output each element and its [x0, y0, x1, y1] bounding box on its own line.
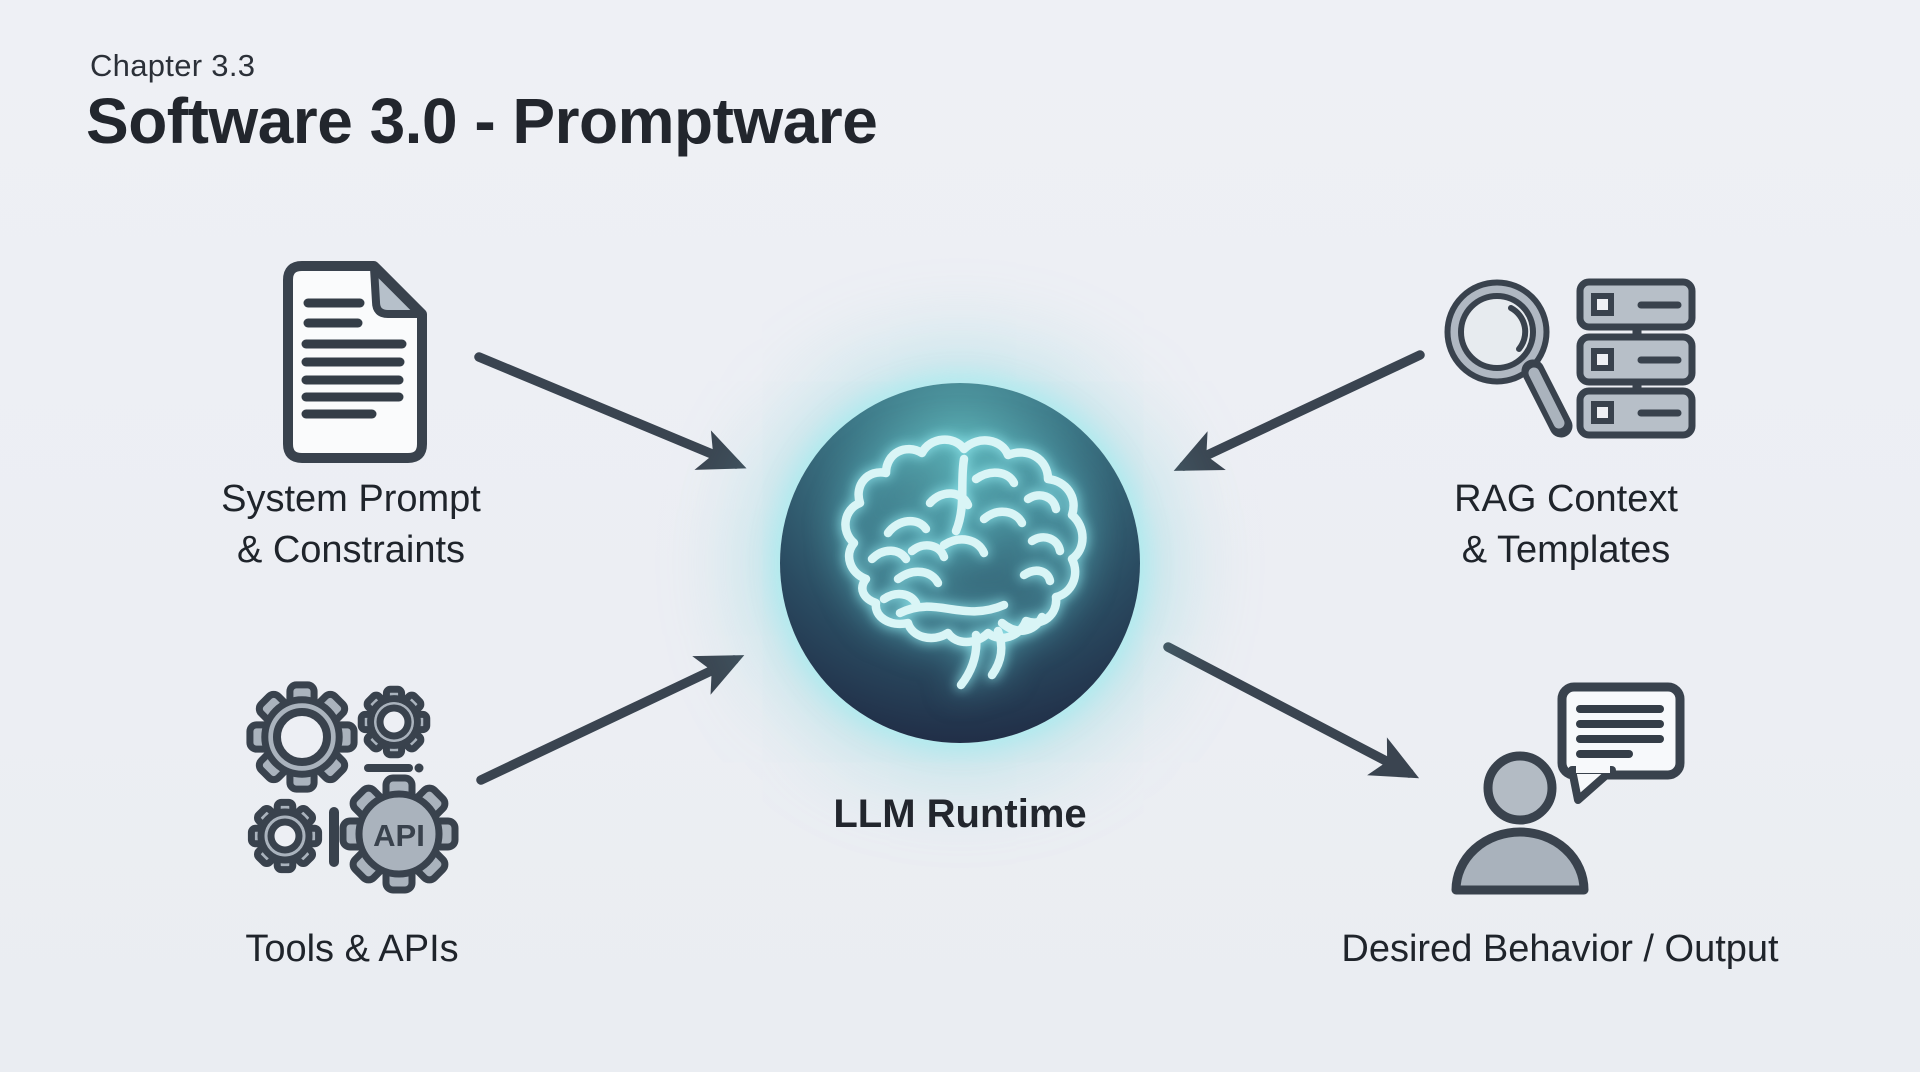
node-label-rag-context: RAG Context & Templates [1454, 474, 1678, 576]
node-label-desired-output: Desired Behavior / Output [1341, 928, 1779, 970]
dot [414, 763, 424, 773]
person-chat-icon [1451, 682, 1685, 895]
chapter-kicker: Chapter 3.3 [90, 48, 256, 83]
document-icon [283, 261, 427, 463]
system-prompt-line2: & Constraints [236, 529, 466, 571]
search-database-icon [1444, 278, 1696, 439]
user-icon [1451, 751, 1589, 895]
arrow-tools-to-llm [476, 655, 745, 785]
node-label-llm-runtime: LLM Runtime [833, 792, 1087, 836]
chat-bubble-icon [1557, 682, 1685, 804]
node-label-system-prompt: System Prompt & Constraints [221, 474, 481, 576]
search-icon [1444, 279, 1573, 438]
database-icon [1576, 278, 1696, 439]
rag-context-line1: RAG Context [1454, 478, 1678, 520]
brain-icon [841, 435, 1087, 690]
system-prompt-line1: System Prompt [221, 478, 481, 520]
rag-context-line2: & Templates [1461, 529, 1671, 571]
node-label-tools-apis: Tools & APIs [245, 928, 459, 970]
arrow-llm-to-output [1163, 642, 1420, 779]
gears-api-icon: API [250, 685, 455, 890]
page-title: Software 3.0 - Promptware [86, 85, 878, 157]
llm-runtime-circle [780, 383, 1140, 743]
arrow-system-prompt-to-llm [474, 352, 747, 470]
api-badge: API [373, 818, 425, 853]
arrow-rag-to-llm [1173, 350, 1425, 471]
